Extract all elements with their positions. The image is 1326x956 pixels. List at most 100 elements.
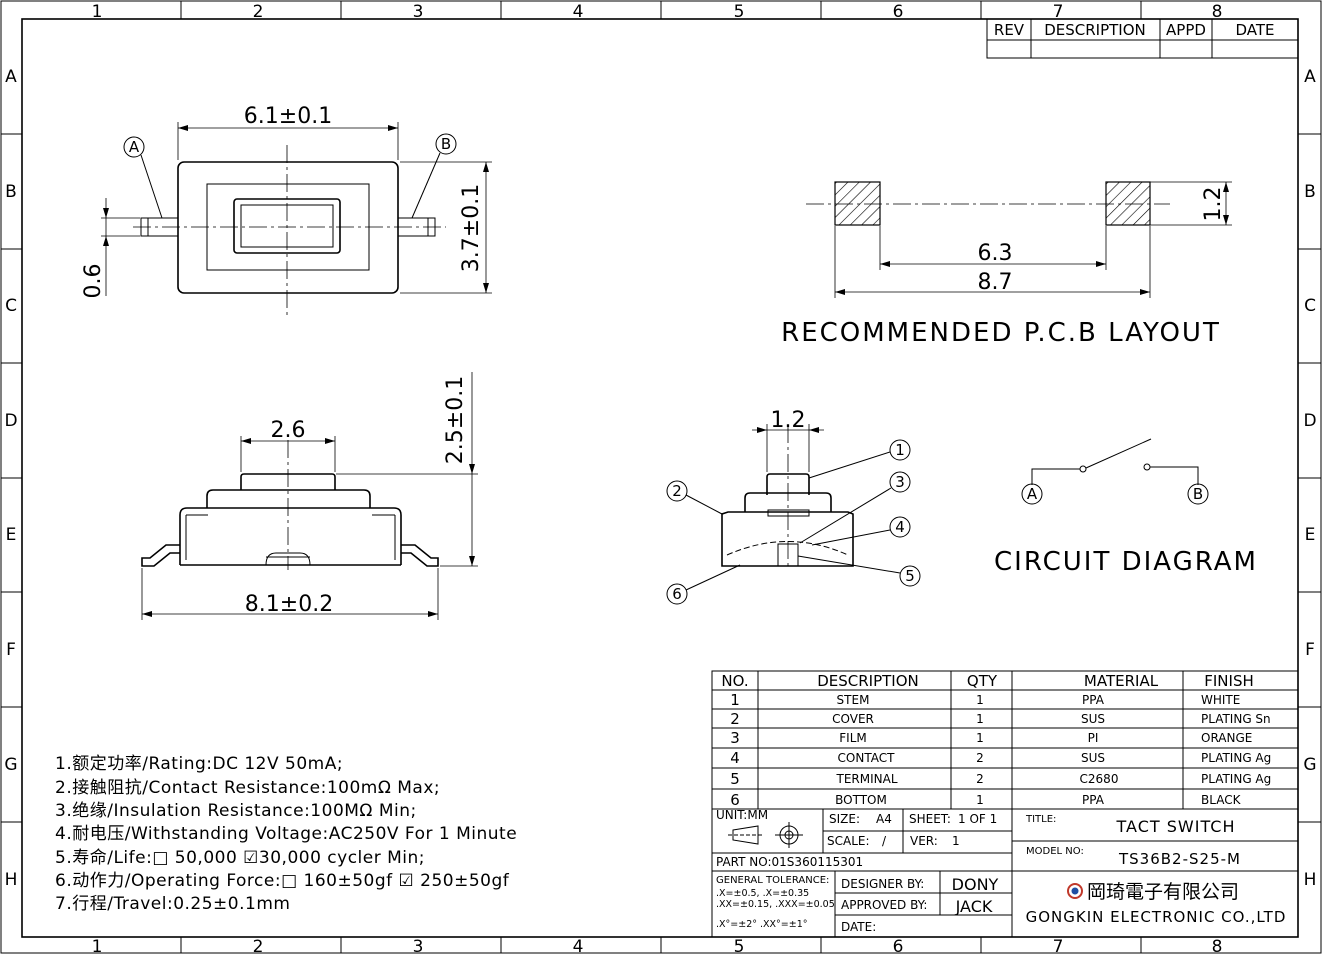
grid-row-label: A [1304,67,1316,87]
table-row-finish: BLACK [1201,793,1242,807]
pcb-inner-dim: 6.3 [978,241,1013,266]
grid-row-label: G [4,755,17,775]
grid-col-label: 3 [413,2,424,22]
approved-value: JACK [955,897,993,916]
table-row-material: PI [1088,731,1099,745]
table-row-no: 6 [730,791,740,809]
top-width-dim: 6.1±0.1 [244,104,332,129]
scale-value: / [882,834,887,848]
revision-block: REV DESCRIPTION APPD DATE [986,18,1299,59]
table-row-qty: 1 [976,731,984,745]
bom-header-description: DESCRIPTION [817,672,919,690]
ver-label: VER: [910,834,938,848]
title-block: UNIT:MM SIZE: A4 SHEET: 1 OF 1 SCALE: / … [711,808,1299,938]
table-row-no: 4 [730,749,740,767]
table-row-desc: CONTACT [838,751,896,765]
grid-col-label: 3 [413,937,424,956]
pcb-pad-right [1105,181,1151,226]
title-label: TITLE: [1025,814,1056,825]
table-row-qty: 2 [976,751,984,765]
sheet-value: 1 OF 1 [958,812,997,826]
side-view: 2.6 2.5±0.1 8.1±0.2 [141,372,478,620]
grid-row-label: A [5,67,17,87]
spec-line: 7.行程/Travel:0.25±0.1mm [55,894,290,914]
spec-line: 2.接触阻抗/Contact Resistance:100mΩ Max; [55,778,440,798]
table-row-finish: PLATING Sn [1201,712,1271,726]
grid-row-labels-right: A B C D E F G H [1303,67,1316,890]
table-row-material: SUS [1081,712,1105,726]
top-view-body [177,161,399,294]
table-row-desc: FILM [839,731,866,745]
circuit-caption: CIRCUIT DIAGRAM [994,547,1258,577]
pcb-outer-dim: 8.7 [978,270,1013,295]
grid-col-label: 4 [573,937,584,956]
top-view: 6.1±0.1 3.7±0.1 0.6 A B [81,104,492,318]
side-lead-right [401,544,439,567]
circuit-label-a: A [1027,485,1038,503]
side-lead-left [141,544,180,567]
grid-col-label: 2 [253,937,264,956]
model-value: TS36B2-S25-M [1118,850,1241,868]
table-row-material: PPA [1082,693,1105,707]
size-value: A4 [876,812,892,826]
switch-blade [1085,438,1152,469]
bom-header-no: NO. [721,672,748,690]
table-row-desc: BOTTOM [835,793,887,807]
table-row-qty: 1 [976,693,984,707]
projection-symbol-icon [728,822,803,848]
grid-col-label: 7 [1053,2,1064,22]
grid-col-label: 5 [734,2,745,22]
section-view: 1.2 1 2 3 4 5 6 [666,408,921,605]
table-row-qty: 1 [976,712,984,726]
table-row-no: 2 [730,710,740,728]
grid-row-label: D [4,411,17,431]
grid-row-label: C [5,296,17,316]
tolerance-line-3: .X°=±2° .XX°=±1° [716,919,808,930]
rev-header: REV [994,21,1025,39]
pcb-layout-caption: RECOMMENDED P.C.B LAYOUT [781,318,1221,348]
table-row-desc: COVER [832,712,874,726]
grid-col-label: 6 [893,2,904,22]
tolerance-line-1: .X=±0.5, .X=±0.35 [716,888,809,899]
grid-row-label: B [5,182,17,202]
grid-row-label: B [1304,182,1316,202]
grid-col-labels-top: 1 2 3 4 5 6 7 8 [92,2,1223,22]
callout-a-top: A [129,138,140,156]
circuit-label-b: B [1193,485,1203,503]
table-row-material: SUS [1081,751,1105,765]
ver-value: 1 [952,834,960,848]
grid-row-label: F [1305,640,1315,660]
table-row-finish: WHITE [1201,693,1240,707]
bom-header-material: MATERIAL [1084,672,1159,690]
rev-description-header: DESCRIPTION [1044,21,1146,39]
table-row-material: C2680 [1080,772,1119,786]
grid-col-label: 6 [893,937,904,956]
callout-b-top: B [441,135,451,153]
callout-1: 1 [895,441,905,459]
section-body [721,511,854,567]
grid-row-label: C [1304,296,1316,316]
table-row-no: 3 [730,729,740,747]
lead-dim: 0.6 [81,264,106,299]
grid-col-label: 7 [1053,937,1064,956]
side-stem-dim: 2.6 [271,418,306,443]
sheet-label: SHEET: [909,812,951,826]
size-label: SIZE: [829,812,860,826]
side-cap [206,489,371,508]
table-row-qty: 2 [976,772,984,786]
grid-col-label: 2 [253,2,264,22]
table-row-finish: PLATING Ag [1201,772,1271,786]
bom-table: NO. DESCRIPTION QTY MATERIAL FINISH 1 ST… [711,670,1299,810]
designer-value: DONY [952,875,999,894]
grid-col-label: 1 [92,2,103,22]
grid-col-label: 5 [734,937,745,956]
pcb-layout: 1.2 6.3 8.7 RECOMMENDED P.C.B LAYOUT [781,181,1232,348]
table-row-finish: PLATING Ag [1201,751,1271,765]
bom-header-qty: QTY [967,672,998,690]
grid-row-label: E [1305,525,1316,545]
spec-line: 6.动作力/Operating Force:□ 160±50gf ☑ 250±5… [55,871,510,891]
callout-3: 3 [895,473,905,491]
side-body [179,507,402,565]
